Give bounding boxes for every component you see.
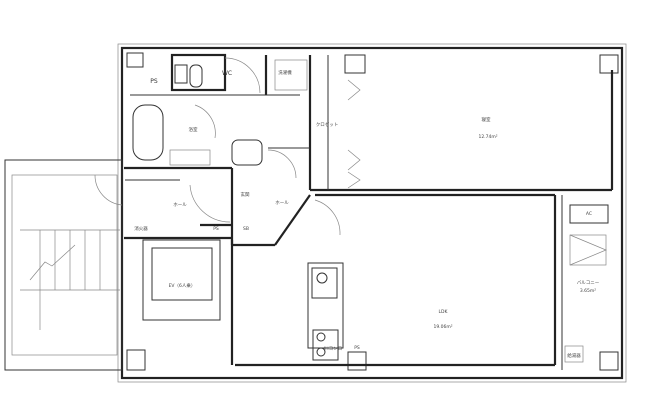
columns <box>126 52 619 371</box>
balcony-area: 3.65m² <box>580 288 596 294</box>
elevator-label: EV（6人乗） <box>169 282 196 289</box>
shoe-box-label: SB <box>243 226 249 232</box>
hall-right-label: ホール <box>275 200 289 206</box>
washer-label: 洗濯機 <box>278 69 292 76</box>
bath-label: 浴室 <box>189 126 198 133</box>
doors <box>94 57 361 236</box>
ps-top-label: PS <box>150 78 158 85</box>
bedroom-label: 寝室 <box>482 116 491 123</box>
ps-kitchen-label: PS <box>354 345 360 351</box>
extinguisher-label: 消火器 <box>134 225 148 232</box>
ac-label: AC <box>586 211 592 217</box>
balcony-label: バルコニー <box>577 280 600 286</box>
outer-wall <box>120 46 624 380</box>
ldk-label: LDK <box>439 309 449 315</box>
interior-walls <box>124 53 614 370</box>
closet-label: クロゼット <box>316 121 339 128</box>
ps-mid-label: PS <box>213 226 219 232</box>
water-heater-label: 給湯器 <box>567 352 581 359</box>
staircase <box>4 159 123 371</box>
entrance-label: 玄関 <box>241 191 250 198</box>
fixtures <box>132 59 609 363</box>
ih-stove-label: IHコンロ <box>324 346 342 352</box>
ldk-area: 19.06m² <box>433 324 452 330</box>
bedroom-area: 12.74m² <box>478 134 497 140</box>
hall-left-label: ホール <box>173 202 187 208</box>
wc-label: WC <box>222 70 232 77</box>
